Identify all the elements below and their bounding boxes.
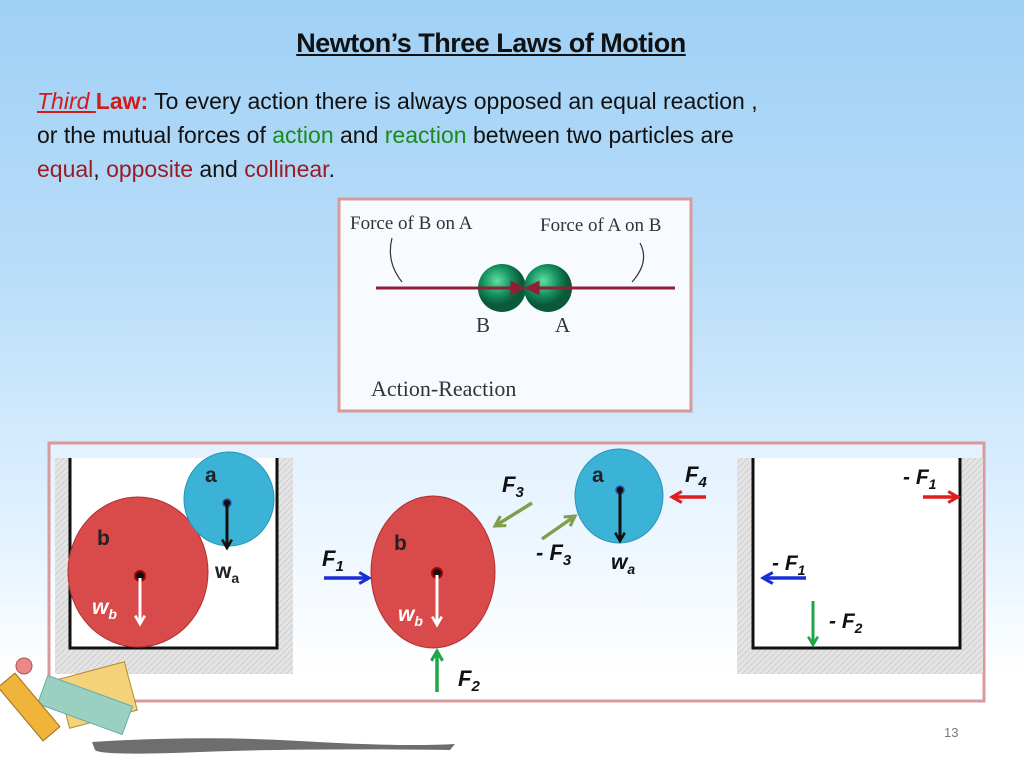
curved-pointer-icon bbox=[389, 237, 403, 283]
force-a-on-b-label: Force of A on B bbox=[540, 215, 661, 236]
ball-b-free-label: b bbox=[394, 532, 407, 555]
word-reaction: reaction bbox=[384, 122, 467, 148]
law-line2a: or the mutual forces of bbox=[37, 122, 273, 148]
wb-label: wb bbox=[92, 596, 117, 622]
action-reaction-caption: Action-Reaction bbox=[371, 376, 516, 401]
law-comma: , bbox=[93, 156, 107, 182]
ball-a-label: a bbox=[205, 464, 217, 487]
label-a: A bbox=[555, 313, 571, 337]
f3-arrow bbox=[495, 501, 533, 526]
f4-label: F4 bbox=[685, 462, 707, 491]
brush-stroke-decoration bbox=[92, 738, 455, 754]
wa-free-label: wa bbox=[611, 551, 635, 577]
neg-f1-label: - F1 bbox=[772, 552, 806, 578]
third-law-text: Third Law: To every action there is alwa… bbox=[37, 84, 758, 186]
word-equal: equal bbox=[37, 156, 94, 182]
page-number: 13 bbox=[944, 725, 959, 740]
label-b: B bbox=[476, 313, 490, 337]
law-line2b: between two particles are bbox=[466, 122, 734, 148]
f2-label: F2 bbox=[458, 666, 480, 695]
f3-label: F3 bbox=[502, 472, 524, 501]
word-action: action bbox=[272, 122, 334, 148]
third-label: Third bbox=[37, 88, 96, 114]
word-collinear: collinear bbox=[244, 156, 329, 182]
wa-label: wa bbox=[214, 560, 239, 586]
curved-pointer-icon bbox=[631, 242, 645, 283]
neg-f2-label: - F2 bbox=[829, 610, 863, 636]
force-b-on-a-label: Force of B on A bbox=[350, 213, 473, 234]
pencil-ruler-decoration-icon bbox=[0, 657, 138, 742]
ball-b-label: b bbox=[97, 527, 110, 550]
neg-f3-label: - F3 bbox=[536, 540, 572, 569]
ball-a-free-label: a bbox=[592, 464, 604, 487]
neg-f1-wall-label: - F1 bbox=[903, 466, 937, 492]
neg-f3-arrow bbox=[540, 516, 575, 541]
law-period: . bbox=[328, 156, 335, 182]
action-reaction-diagram: Force of B on A Force of A on B B A Acti… bbox=[337, 197, 693, 413]
slide-title: Newton’s Three Laws of Motion bbox=[296, 28, 686, 58]
word-opposite: opposite bbox=[106, 156, 194, 182]
law-label: Law: bbox=[95, 88, 149, 114]
law-and2: and bbox=[193, 156, 245, 182]
wb-free-label: wb bbox=[398, 603, 423, 629]
free-body-diagrams: a b wa wb b wb F1 F2 F3 - F3 a wa F4 - F… bbox=[55, 448, 983, 695]
law-and1: and bbox=[333, 122, 385, 148]
f1-label: F1 bbox=[322, 546, 344, 575]
law-line1: To every action there is always opposed … bbox=[148, 88, 758, 114]
